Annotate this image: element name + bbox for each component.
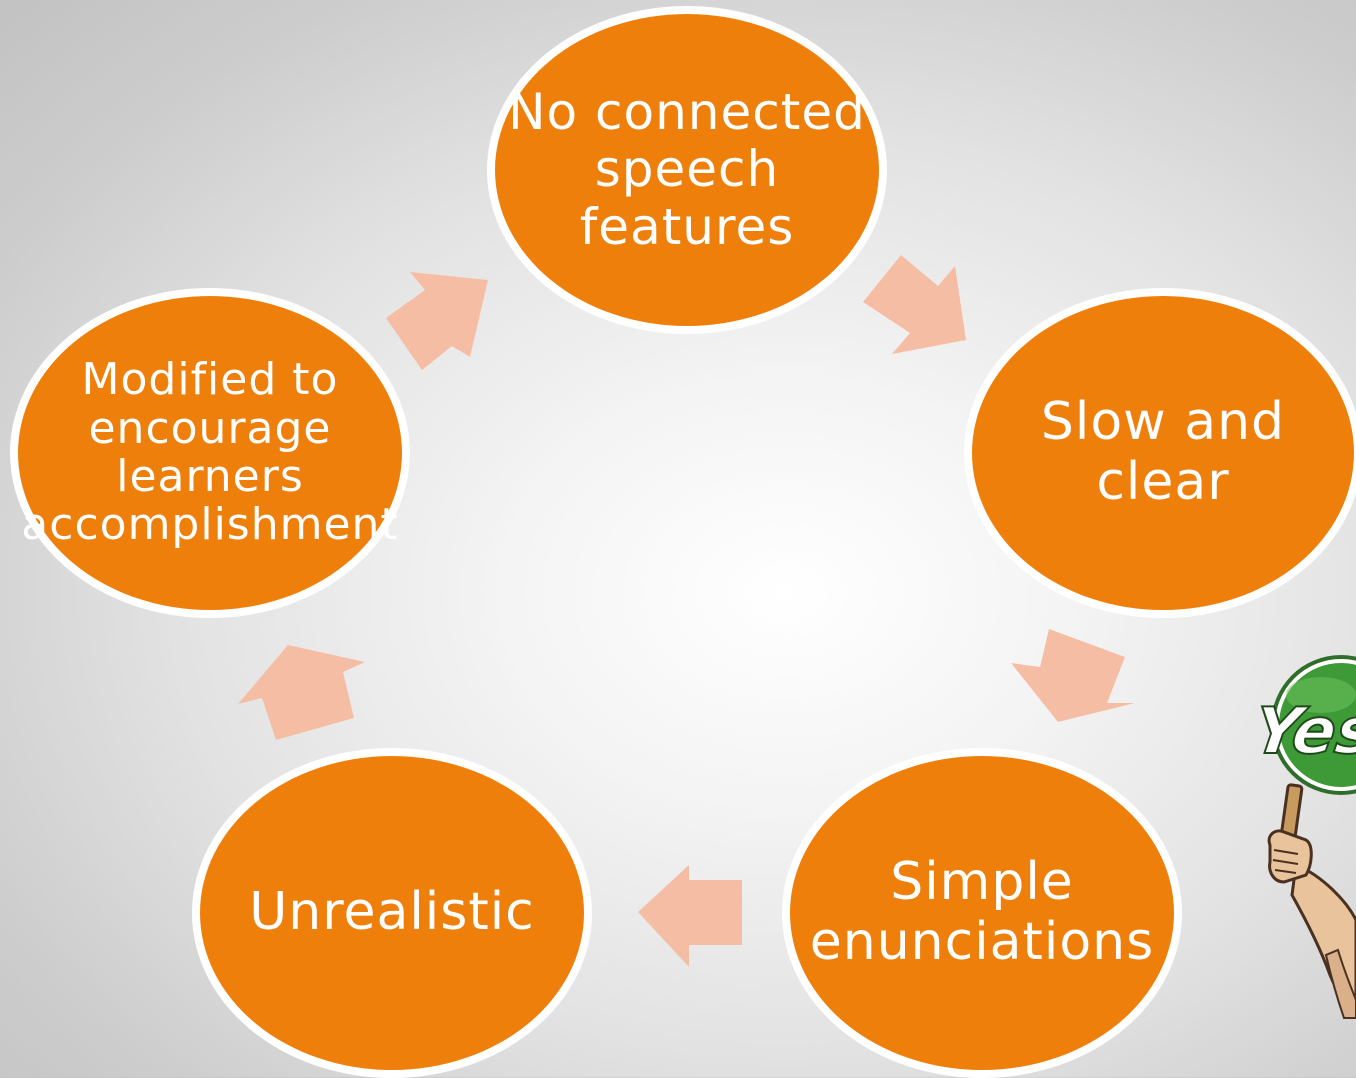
cycle-node-simple-enunciations: Simple enunciations [782,748,1182,1078]
cycle-arrow-4 [238,645,365,740]
sign-text: Yes [1249,694,1356,769]
cycle-node-modified-to-encourage: Modified to encourage learners accomplis… [10,288,410,618]
cycle-node-label: Slow and clear [1040,392,1286,512]
cycle-arrow-1 [863,255,966,354]
cycle-arrow-5 [386,272,488,370]
cycle-node-label: No connected speech features [508,82,866,256]
cycle-node-unrealistic: Unrealistic [192,748,592,1078]
cycle-node-slow-and-clear: Slow and clear [964,288,1356,618]
sleeve-shape [1324,948,1356,1019]
yes-sign-clipart: Yes [1248,655,1356,1019]
cycle-arrow-3 [638,865,742,967]
cycle-node-label: Unrealistic [249,882,535,943]
cycle-node-label: Simple enunciations [809,852,1155,972]
finger-lines [1272,849,1299,874]
cycle-arrow-2 [1011,629,1135,722]
sign-highlight [1286,677,1356,713]
cycle-node-no-connected-speech: No connected speech features [487,6,887,334]
cycle-node-label: Modified to encourage learners accomplis… [21,354,399,551]
hand-shape [1267,829,1313,884]
